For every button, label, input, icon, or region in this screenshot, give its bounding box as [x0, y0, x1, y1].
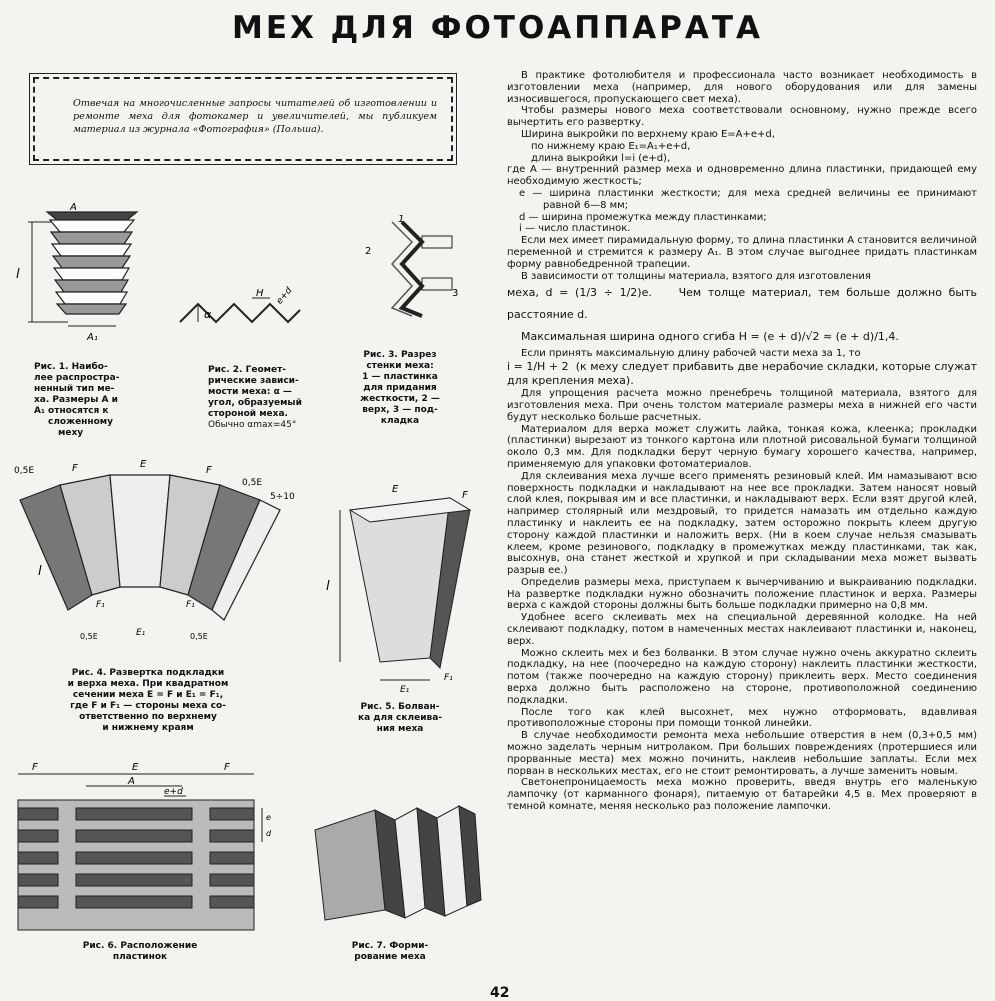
figure-3: 1 2 3	[365, 214, 458, 318]
paragraph: Светонепроницаемость меха можно проверит…	[507, 777, 977, 813]
fig4-label-e: E	[140, 459, 147, 470]
fig6-label-e-side: e	[266, 813, 271, 822]
page-number: 42	[490, 985, 510, 1001]
fig4-label-05e-left: 0,5E	[14, 466, 34, 476]
fig4-label-05e-right: 0,5E	[242, 478, 262, 488]
fig1-label-a1: A₁	[86, 332, 98, 343]
fig6-caption: Рис. 6. Расположение пластинок	[82, 941, 198, 962]
fig6-label-e: E	[132, 762, 139, 773]
fig4-caption: Рис. 4. Развертка подкладки и верха меха…	[67, 668, 229, 733]
paragraph: Удобнее всего склеивать мех на специальн…	[507, 612, 977, 647]
figure-6: F E F A e+d e d	[17, 762, 272, 931]
fig5-caption: Рис. 5. Болван- ка для склеива- ния меха	[357, 702, 443, 734]
definition-line: e — ширина пластинки жесткости; для меха…	[519, 187, 977, 211]
paragraph: Если мех имеет пирамидальную форму, то д…	[507, 235, 977, 270]
fig2-caption: Рис. 2. Геомет- рические зависи- мости м…	[208, 365, 302, 430]
fig3-label-2: 2	[365, 246, 371, 257]
figure-7	[314, 805, 482, 921]
fig4-label-l: l	[38, 564, 42, 579]
fig4-label-f-right: F	[206, 465, 212, 476]
definition-line: d — ширина промежутка между пластинками;	[519, 211, 767, 223]
formula-line: длина выкройки l=i (e+d),	[531, 152, 671, 164]
fig6-label-a: A	[127, 776, 135, 787]
fig2-label-ed: e+d	[275, 285, 295, 306]
formula-line: i = 1/H + 2 (к меху следует прибавить дв…	[507, 360, 978, 388]
formula-line: Максимальная ширина одного сгиба H = (e …	[521, 330, 899, 344]
paragraph: Для упрощения расчета можно пренебречь т…	[507, 388, 977, 423]
fig5-label-f: F	[462, 490, 468, 501]
fig4-label-f1-right: F₁	[186, 600, 195, 610]
fig3-caption: Рис. 3. Разрез стенки меха: 1 — пластинк…	[360, 350, 440, 426]
formula-line: меха, d = (1/3 ÷ 1/2)e. Чем толще матери…	[507, 286, 978, 322]
fig6-label-ed: e+d	[164, 787, 183, 797]
figure-4: 0,5E F E F 0,5E 5÷10 l F₁ E₁ F₁ 0,5E 0,5…	[14, 459, 295, 641]
paragraph: Определив размеры меха, приступаем к выч…	[507, 576, 977, 612]
fig4-label-e1: E₁	[136, 628, 146, 638]
article-body: В практике фотолюбителя и профессионала …	[507, 70, 977, 813]
paragraph: В зависимости от толщины материала, взят…	[521, 270, 871, 282]
fig4-label-05e-bottom-left: 0,5E	[80, 632, 98, 641]
fig3-label-3: 3	[452, 288, 458, 299]
intro-text: Отвечая на многочисленные запросы читате…	[73, 98, 437, 135]
fig1-label-l: l	[16, 267, 20, 282]
page-title: МЕХ ДЛЯ ФОТОАППАРАТА	[231, 10, 764, 46]
fig5-label-e: E	[392, 484, 399, 495]
formula-line: по нижнему краю E₁=A₁+e+d,	[531, 140, 691, 152]
fig2-label-alpha: α	[204, 308, 212, 321]
fig6-label-d-side: d	[266, 829, 272, 838]
paragraph: В случае необходимости ремонта меха небо…	[507, 730, 977, 777]
formula-line: Ширина выкройки по верхнему краю E=A+e+d…	[521, 128, 775, 140]
paragraph: где A — внутренний размер меха и одновре…	[507, 164, 977, 188]
figure-1: A l A₁	[16, 202, 139, 343]
paragraph: Чтобы размеры нового меха соответствовал…	[507, 105, 977, 129]
fig3-label-1: 1	[398, 214, 404, 225]
fig6-label-f-left: F	[32, 762, 38, 773]
paragraph: Для склеивания меха лучше всего применят…	[507, 470, 977, 577]
fig4-label-f-left: F	[72, 463, 78, 474]
paragraph: В практике фотолюбителя и профессионала …	[507, 70, 977, 105]
paragraph: После того как клей высохнет, мех нужно …	[507, 706, 977, 730]
fig4-label-05e-bottom-right: 0,5E	[190, 632, 208, 641]
intro-box: Отвечая на многочисленные запросы читате…	[29, 73, 457, 165]
fig6-label-f-right: F	[224, 762, 230, 773]
fig4-label-5-10: 5÷10	[270, 492, 295, 502]
fig7-caption: Рис. 7. Форми- рование меха	[351, 941, 429, 962]
paragraph: Можно склеить мех и без болванки. В этом…	[507, 647, 977, 706]
figure-5: E F l E₁ F₁	[326, 484, 472, 695]
paragraph: Если принять максимальную длину рабочей …	[521, 348, 861, 360]
definition-line: i — число пластинок.	[519, 223, 631, 235]
fig4-label-f1-left: F₁	[96, 600, 105, 610]
fig1-label-a: A	[69, 202, 77, 213]
fig1-caption: Рис. 1. Наибо- лее распростра- ненный ти…	[34, 362, 120, 438]
fig2-label-h: H	[256, 288, 264, 299]
figure-2: α H e+d	[179, 285, 301, 324]
fig5-label-l: l	[326, 579, 330, 594]
fig5-label-e1: E₁	[400, 685, 410, 695]
paragraph: Материалом для верха может служить лайка…	[507, 423, 977, 470]
fig5-label-f1: F₁	[444, 673, 453, 683]
